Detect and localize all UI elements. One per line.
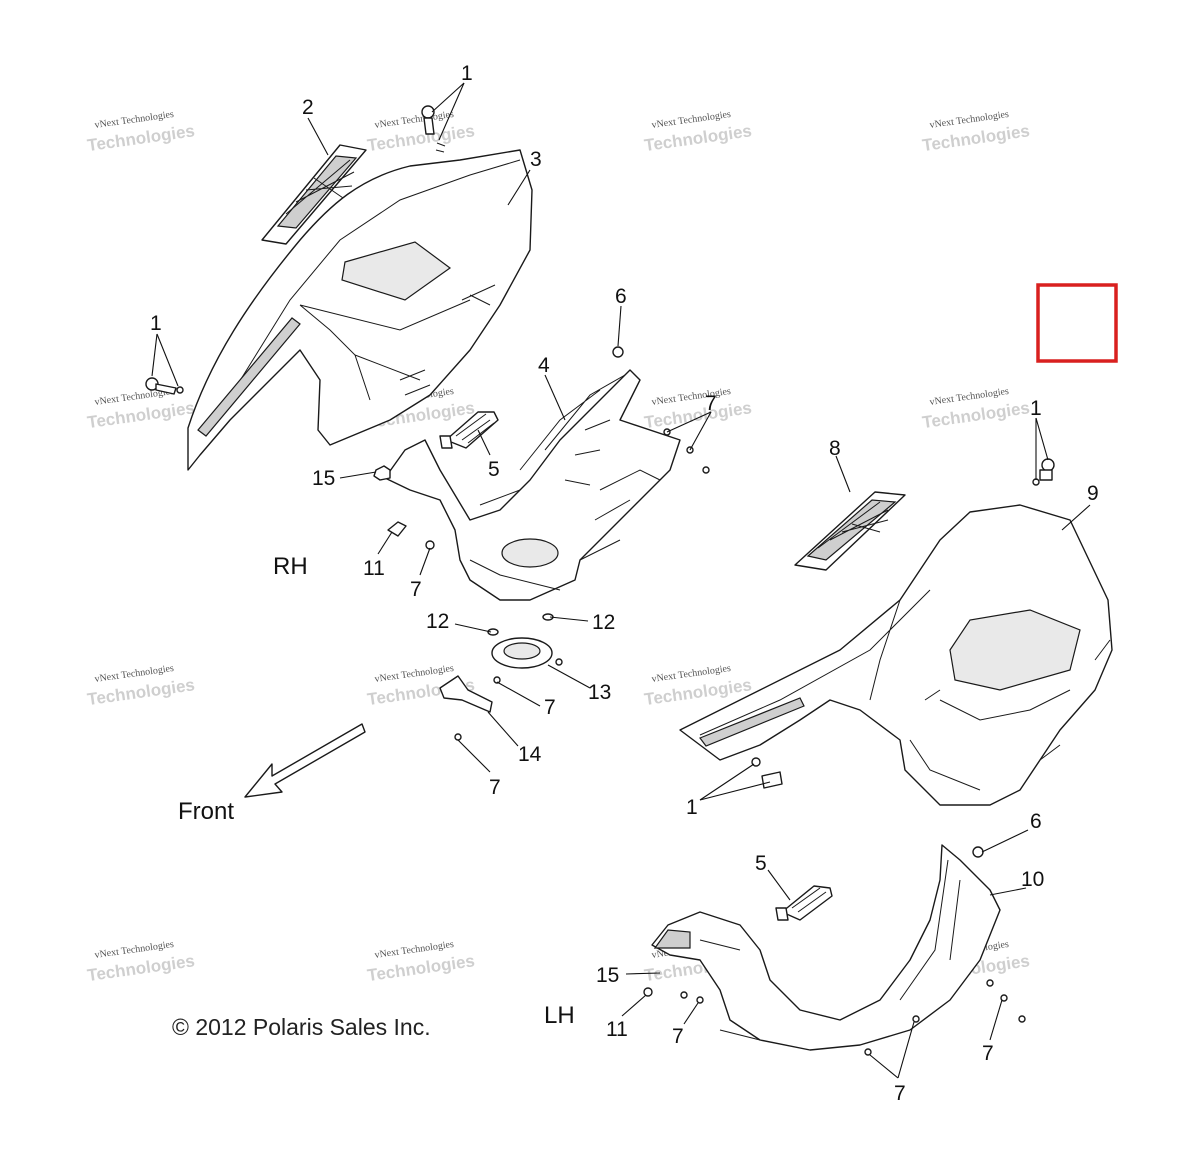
callout-7: 7 xyxy=(410,578,422,601)
part-10-footwell-lh xyxy=(643,844,1026,1056)
callout-1: 1 xyxy=(461,62,473,85)
callout-7: 7 xyxy=(544,696,556,719)
watermark: Technologies vNext Technologies xyxy=(643,109,753,155)
callout-numbers: 1 2 1 3 6 1 4 7 5 15 11 7 8 9 12 12 13 7… xyxy=(150,62,1099,1105)
highlight-box[interactable] xyxy=(1036,283,1118,363)
part-11-clip xyxy=(387,521,407,537)
callout-12: 12 xyxy=(592,611,615,634)
part-14-bracket xyxy=(439,675,493,713)
watermark: Technologies vNext Technologies xyxy=(86,109,196,155)
part-7-screw xyxy=(702,466,710,474)
leader-lines xyxy=(151,82,1091,1079)
callout-1: 1 xyxy=(1030,397,1042,420)
callout-3: 3 xyxy=(530,148,542,171)
part-5-footpeg-lh xyxy=(775,885,833,921)
center-small-parts xyxy=(439,613,563,741)
callout-7: 7 xyxy=(894,1082,906,1105)
callout-15: 15 xyxy=(596,964,619,987)
callout-6: 6 xyxy=(615,285,627,308)
callout-11: 11 xyxy=(363,557,385,580)
callout-2: 2 xyxy=(302,96,314,119)
front-label: Front xyxy=(178,798,234,825)
front-arrow xyxy=(244,723,366,798)
watermark: Technologies vNext Technologies xyxy=(86,663,196,709)
watermark: Technologies vNext Technologies xyxy=(921,109,1031,155)
watermark: Technologies vNext Technologies xyxy=(643,386,753,432)
part-5-footpeg-rh xyxy=(439,411,499,449)
part-4-footwell-rh xyxy=(384,369,681,601)
part-7-screw xyxy=(425,540,435,550)
callout-9: 9 xyxy=(1087,482,1099,505)
part-6-fastener xyxy=(612,346,624,358)
part-3-side-panel-rh xyxy=(187,149,533,471)
callout-1: 1 xyxy=(686,796,698,819)
watermark: Technologies vNext Technologies xyxy=(366,939,476,985)
callout-15: 15 xyxy=(312,467,335,490)
callout-5: 5 xyxy=(488,458,500,481)
callout-7: 7 xyxy=(489,776,501,799)
part-9-side-panel-lh xyxy=(679,458,1113,806)
callout-1: 1 xyxy=(150,312,162,335)
callout-11: 11 xyxy=(606,1018,628,1041)
part-15-fastener xyxy=(373,465,391,481)
callout-8: 8 xyxy=(829,437,841,460)
watermark: Technologies vNext Technologies xyxy=(86,939,196,985)
copyright-text: © 2012 Polaris Sales Inc. xyxy=(172,1014,431,1040)
watermark: Technologies vNext Technologies xyxy=(921,386,1031,432)
rh-label: RH xyxy=(273,553,308,580)
lh-label: LH xyxy=(544,1002,575,1029)
callout-14: 14 xyxy=(518,743,542,766)
part-13-speaker-ring xyxy=(491,637,553,669)
callout-6: 6 xyxy=(1030,810,1042,833)
callout-13: 13 xyxy=(588,681,611,704)
callout-7: 7 xyxy=(982,1042,994,1065)
callout-5: 5 xyxy=(755,852,767,875)
callout-12: 12 xyxy=(426,610,449,633)
part-2-vent-grille-rh xyxy=(261,144,367,245)
callout-7: 7 xyxy=(705,392,717,415)
callout-4: 4 xyxy=(538,354,550,377)
part-8-vent-grille-lh xyxy=(794,491,906,571)
part-12-washer xyxy=(487,628,499,636)
callout-10: 10 xyxy=(1021,868,1044,891)
callout-7: 7 xyxy=(672,1025,684,1048)
watermark: Technologies vNext Technologies xyxy=(366,109,476,155)
